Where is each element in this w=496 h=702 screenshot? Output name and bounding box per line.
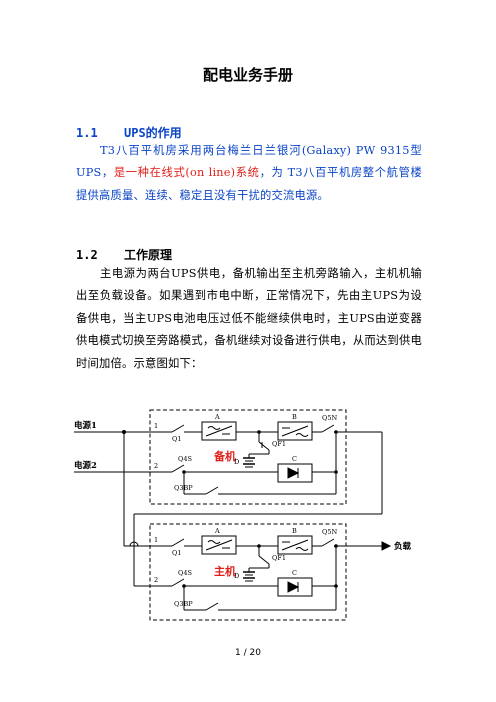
component-qf1: QF1	[272, 440, 286, 448]
terminal-1: 1	[154, 536, 158, 544]
section-number: 1.1	[76, 126, 98, 140]
page-number: 1 / 20	[235, 648, 261, 658]
component-bypass: C	[292, 455, 297, 463]
component-rectifier: A	[214, 527, 220, 535]
terminal-2: 2	[154, 576, 158, 584]
paragraph-highlight: 是一种在线式(on line)系统	[113, 166, 260, 180]
section-heading-text: UPS的作用	[124, 126, 182, 140]
component-rectifier: A	[214, 413, 220, 421]
component-q3bp: Q3BP	[174, 600, 193, 608]
label-standby-unit: 备机	[213, 449, 236, 463]
document-title: 配电业务手册	[202, 66, 293, 84]
component-battery: D	[234, 458, 239, 466]
component-battery: D	[234, 572, 239, 580]
ups-schematic-diagram: 电源1 电源2 负载 备机 主机 1 2 Q1 A B Q5N QF1 D Q4…	[74, 409, 412, 621]
component-q3bp: Q3BP	[174, 484, 193, 492]
terminal-2: 2	[154, 462, 158, 470]
label-source2: 电源2	[74, 460, 97, 471]
section-heading-working-principle: 1.2 工作原理	[76, 246, 172, 263]
component-inverter: B	[292, 413, 297, 421]
section-heading-ups-role: 1.1 UPS的作用	[76, 124, 182, 141]
label-load: 负载	[394, 541, 412, 552]
standby-unit-box	[149, 409, 347, 505]
component-q5n: Q5N	[322, 528, 337, 536]
paragraph-text-start: T3八百平机房采用两台梅兰日兰银河(Galaxy) PW 9315型UPS，	[76, 144, 422, 180]
section-paragraph-working-principle: 主电源为两台UPS供电，备机输出至主机旁路输入，主机机输出至负载设备。如果遇到市…	[76, 267, 422, 370]
section-number: 1.2	[76, 248, 98, 262]
section-heading-text: 工作原理	[124, 248, 173, 262]
component-q5n: Q5N	[322, 414, 337, 422]
label-main-unit: 主机	[214, 564, 236, 578]
component-q4s: Q4S	[178, 569, 192, 577]
component-inverter: B	[292, 527, 297, 535]
label-source1: 电源1	[74, 420, 97, 431]
component-q4s: Q4S	[178, 455, 192, 463]
component-bypass: C	[292, 569, 297, 577]
paragraph-text-end: ，为 T3八百平机房整个航管楼提供高质量、连续、稳定且没有干扰的交流电源。	[76, 166, 422, 202]
terminal-1: 1	[154, 422, 158, 430]
component-qf1: QF1	[272, 554, 286, 562]
main-unit-box	[149, 523, 347, 621]
component-q1: Q1	[172, 549, 181, 557]
component-q1: Q1	[172, 435, 181, 443]
section-paragraph-ups-role: T3八百平机房采用两台梅兰日兰银河(Galaxy) PW 9315型UPS，是一…	[76, 140, 422, 207]
